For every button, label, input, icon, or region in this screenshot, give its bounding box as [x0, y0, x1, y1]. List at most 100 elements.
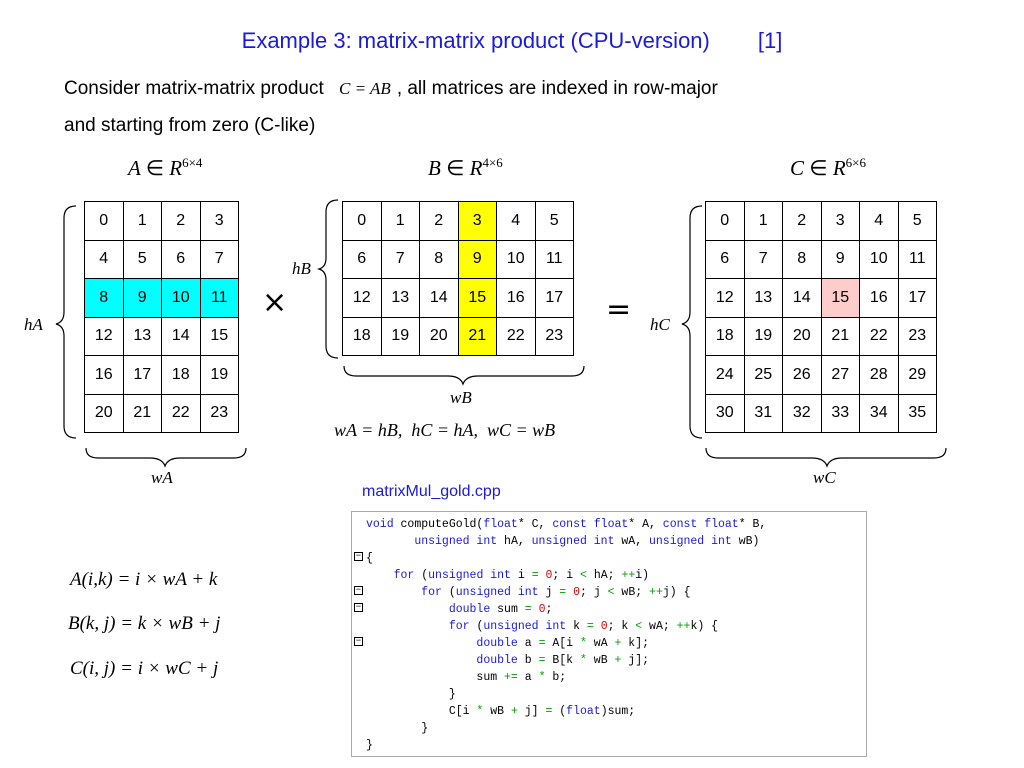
formula-b-index: B(k, j) = k × wB + j [68, 613, 221, 634]
intro-equation: C = AB [339, 79, 391, 98]
code-line: { [366, 552, 373, 565]
brace-hb [316, 199, 339, 359]
fold-toggle-icon[interactable]: − [354, 551, 363, 561]
matrix-b-cell: 3 [457, 201, 497, 241]
matrix-b-cell: 19 [380, 316, 420, 356]
brace-wb [343, 365, 585, 386]
matrix-c-cell: 15 [820, 278, 860, 318]
matrix-a-cell: 22 [161, 393, 201, 433]
matrix-c-cell: 30 [705, 393, 745, 433]
matrix-b-cell: 18 [342, 316, 382, 356]
matrix-a-cell: 8 [84, 278, 124, 318]
matrix-a-cell: 18 [161, 355, 201, 395]
fold-toggle-icon[interactable]: − [354, 585, 363, 595]
brace-hc [681, 205, 703, 439]
matrix-c-cell: 1 [743, 201, 783, 241]
matrix-b-cell: 8 [419, 239, 459, 279]
citation-tag: [1] [757, 28, 783, 53]
intro-line-1: Consider matrix-matrix product C = AB , a… [64, 74, 718, 104]
matrix-a-cell: 2 [161, 201, 201, 241]
dimension-relation: wA = hB, hC = hA, wC = wB [334, 420, 556, 440]
dim-label-wc: wC [813, 468, 836, 487]
matrix-b-cell: 23 [534, 316, 574, 356]
matrix-c-cell: 5 [897, 201, 937, 241]
matrix-a-cell: 16 [84, 355, 124, 395]
title-text: Example 3: matrix-matrix product (CPU-ve… [241, 28, 710, 53]
matrix-b-cell: 16 [496, 278, 536, 318]
matrix-b-cell: 14 [419, 278, 459, 318]
matrix-b-cell: 20 [419, 316, 459, 356]
code-line: for (unsigned int j = 0; j < wB; ++j) { [421, 586, 691, 599]
code-line: double sum = 0; [448, 603, 553, 616]
matrix-a-cell: 13 [122, 316, 162, 356]
intro-text-after: , all matrices are indexed in row-major [396, 78, 718, 99]
dim-label-wa: wA [151, 468, 173, 487]
dim-label-hb: hB [292, 259, 311, 278]
fold-toggle-icon[interactable]: − [354, 602, 363, 612]
matrix-a-cell: 23 [199, 393, 239, 433]
intro-line-2: and starting from zero (C-like) [64, 115, 316, 136]
matrix-b-cell: 9 [457, 239, 497, 279]
matrix-c-cell: 29 [897, 355, 937, 395]
matrix-c-cell: 18 [705, 316, 745, 356]
matrix-b-cell: 11 [534, 239, 574, 279]
code-line: } [366, 739, 373, 752]
code-line: void computeGold(float* C, const float* … [366, 518, 767, 531]
matrix-c-cell: 31 [743, 393, 783, 433]
matrix-c-cell: 25 [743, 355, 783, 395]
code-line: unsigned int hA, unsigned int wA, unsign… [414, 535, 760, 548]
matrix-b-cell: 21 [457, 316, 497, 356]
matrix-a-cell: 5 [122, 239, 162, 279]
brace-ha [55, 205, 77, 439]
formula-a-index: A(i,k) = i × wA + k [70, 569, 218, 590]
matrix-a-cell: 20 [84, 393, 124, 433]
matrix-c-cell: 22 [859, 316, 899, 356]
formula-c-index: C(i, j) = i × wC + j [70, 658, 219, 679]
times-operator: × [262, 285, 288, 320]
matrix-a-cell: 21 [122, 393, 162, 433]
label-matrix-a: A ∈ R6×4 [128, 155, 203, 180]
brace-wa [85, 447, 247, 468]
dim-label-ha: hA [24, 315, 43, 334]
code-line: } [366, 722, 429, 735]
matrix-a-cell: 7 [199, 239, 239, 279]
intro-text-before: Consider matrix-matrix product [64, 78, 324, 99]
matrix-a-cell: 10 [161, 278, 201, 318]
code-listing: − − − − void computeGold(float* C, const… [351, 511, 867, 757]
code-line: double b = B[k * wB + j]; [476, 654, 650, 667]
dim-label-hc: hC [650, 315, 670, 334]
matrix-b-cell: 15 [457, 278, 497, 318]
matrix-b-cell: 7 [380, 239, 420, 279]
label-matrix-c: C ∈ R6×6 [790, 155, 866, 180]
matrix-a-cell: 15 [199, 316, 239, 356]
code-line: C[i * wB + j] = (float)sum; [366, 705, 636, 718]
matrix-c-cell: 2 [782, 201, 822, 241]
matrix-a-cell: 11 [199, 278, 239, 318]
matrix-b-cell: 0 [342, 201, 382, 241]
label-matrix-b: B ∈ R4×6 [428, 155, 503, 180]
fold-toggle-icon[interactable]: − [354, 636, 363, 646]
slide-title: Example 3: matrix-matrix product (CPU-ve… [0, 28, 1024, 54]
matrix-c-cell: 23 [897, 316, 937, 356]
code-line: } [366, 688, 456, 701]
matrix-b-cell: 17 [534, 278, 574, 318]
code-line: for (unsigned int i = 0; i < hA; ++i) [393, 569, 650, 582]
matrix-c-cell: 28 [859, 355, 899, 395]
matrix-c-cell: 35 [897, 393, 937, 433]
